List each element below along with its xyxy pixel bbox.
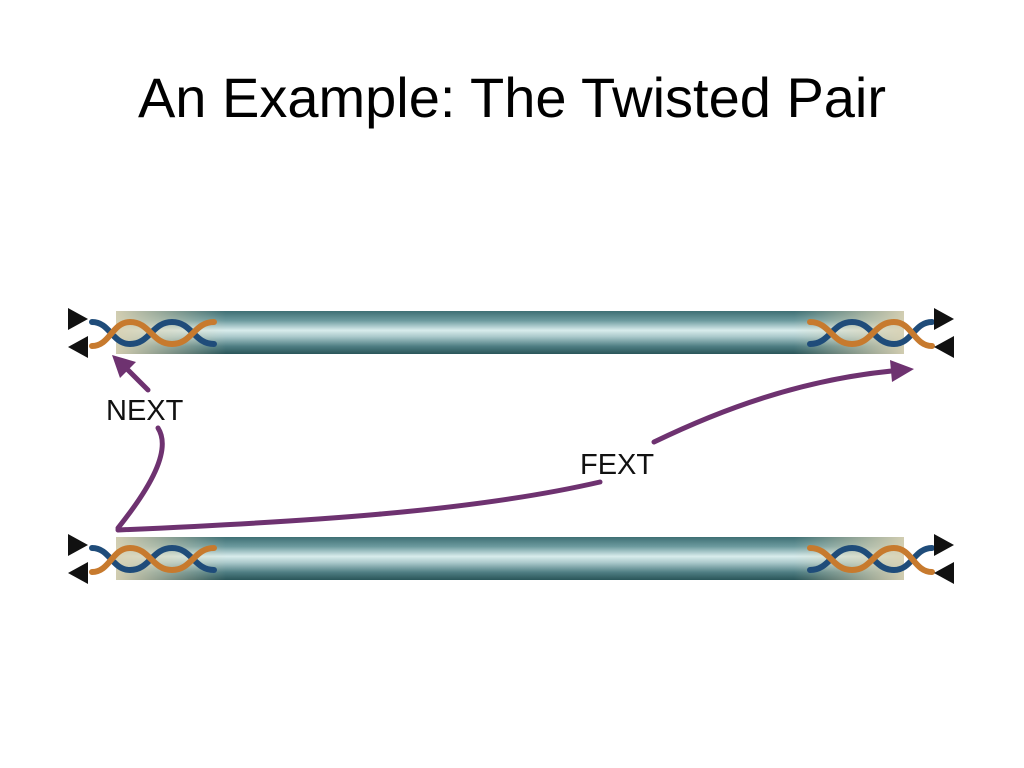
top-cable [68,308,954,358]
bottom-cable-body [116,537,904,580]
slide-title: An Example: The Twisted Pair [137,66,887,129]
next-arrowhead-icon [112,355,136,378]
top-left-out-arrow-icon [68,308,88,330]
bottom-left-in-arrow-icon [68,562,88,584]
top-right-twisted-wires [807,318,935,349]
next-crosstalk-arrow [112,355,165,531]
bottom-left-out-arrow-icon [68,534,88,556]
top-right-out-arrow-icon [934,308,954,330]
next-label: NEXT [106,395,184,427]
top-cable-right-shade [794,311,904,354]
next-arrow-shaft [115,425,165,531]
bottom-right-out-arrow-icon [934,534,954,556]
bottom-right-in-arrow-icon [934,562,954,584]
bottom-cable-left-shade [116,537,226,580]
top-cable-body [116,311,904,354]
bottom-right-twisted-wires [807,544,935,575]
bottom-cable-right-shade [794,537,904,580]
fext-label: FEXT [580,449,654,481]
top-left-twisted-wires [89,318,217,349]
bottom-left-twisted-wires [89,544,217,575]
next-arrow-upper-shaft [123,365,151,393]
top-cable-left-shade [116,311,226,354]
bottom-cable [68,534,954,584]
fext-arrowhead-icon [890,360,914,382]
fext-arrow-upper-shaft [651,368,895,445]
top-right-in-arrow-icon [934,336,954,358]
fext-crosstalk-arrow [115,360,914,533]
top-left-in-arrow-icon [68,336,88,358]
fext-arrow-lower-shaft [115,479,603,533]
